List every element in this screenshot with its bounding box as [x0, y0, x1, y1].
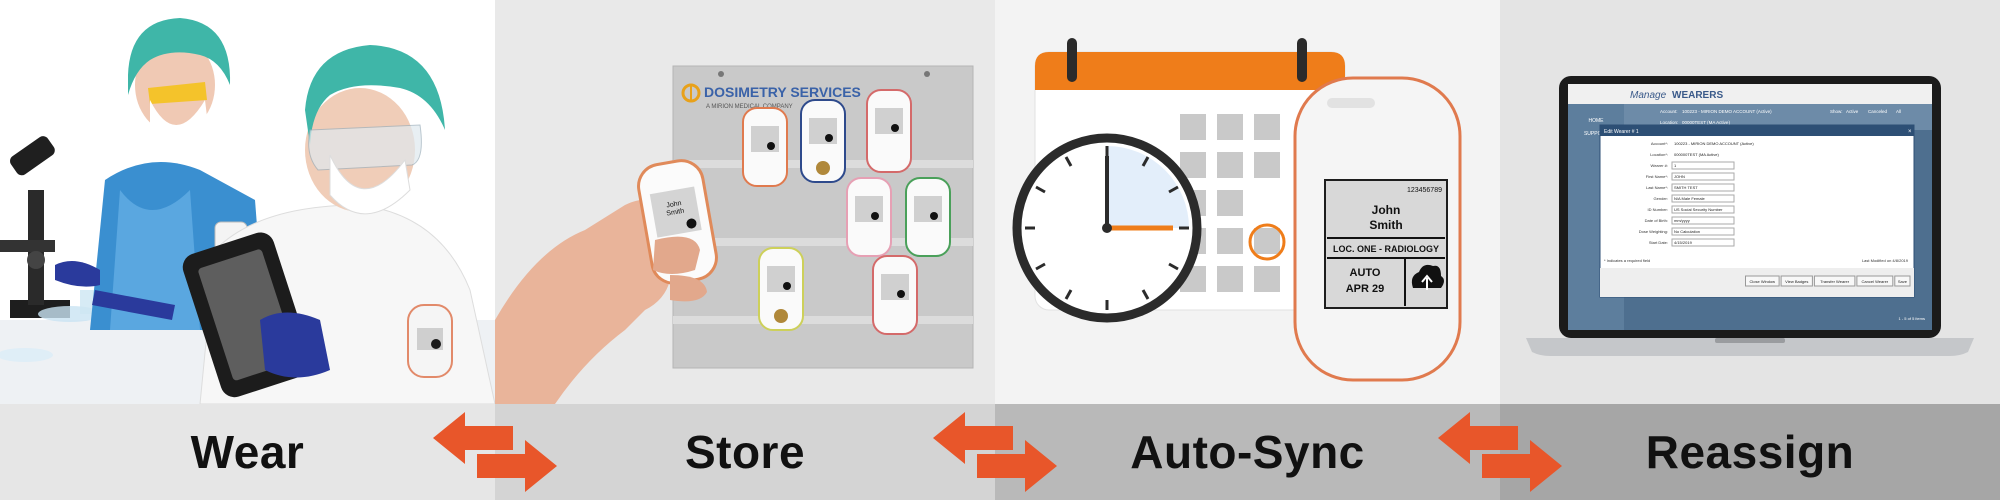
dialog-close-icon[interactable]: × — [1908, 129, 1912, 135]
step-label-wear: Wear — [190, 426, 305, 478]
laptop-title-main: WEARERS — [1672, 90, 1723, 101]
form-field-label: Last Name*: — [1646, 185, 1668, 190]
account-row-label: Account: — [1660, 109, 1678, 114]
dialog-button[interactable] — [1894, 275, 1911, 287]
form-field-label: First Name*: — [1646, 174, 1668, 179]
edit-wearer-dialog: Edit Wearer # 1 × Account*: 100223 - MIRI… — [1599, 124, 1915, 298]
form-field-label: Account*: — [1651, 141, 1668, 146]
form-field-input[interactable] — [1671, 216, 1735, 225]
microscope-icon — [0, 136, 70, 318]
form-field-value: No Calculation — [1674, 229, 1700, 234]
dialog-button[interactable] — [1813, 275, 1856, 287]
last-modified: Last Modified on 4/8/2019 — [1862, 258, 1909, 263]
step-label-auto-sync: Auto-Sync — [1130, 426, 1365, 478]
form-field-value: 1 — [1674, 163, 1677, 168]
form-field-label: Date of Birth: — [1645, 218, 1668, 223]
dialog-button-label: View Badges — [1785, 279, 1808, 284]
dialog-button[interactable] — [1856, 275, 1894, 287]
step-label-store: Store — [684, 426, 806, 478]
form-field-input[interactable] — [1671, 227, 1735, 236]
rack-brand: DOSIMETRY SERVICES — [704, 84, 861, 100]
auto-sync-panel: 123456789 John Smith LOC. ONE - RADIOLOG… — [995, 0, 1500, 404]
form-field-label: ID Number: — [1648, 207, 1668, 212]
lab-worker-2 — [182, 45, 495, 404]
step-band-wear: Wear — [0, 404, 495, 500]
step-band-auto-sync: Auto-Sync — [995, 404, 1500, 500]
rack-tagline: A MIRION MEDICAL COMPANY — [706, 104, 793, 110]
dialog-button-label: Cancel Wearer — [1862, 279, 1889, 284]
dialog-title: Edit Wearer # 1 — [1604, 129, 1639, 135]
smart-dosimeter-badge: 123456789 John Smith LOC. ONE - RADIOLOG… — [1293, 76, 1462, 382]
show-canceled[interactable]: Canceled — [1868, 109, 1888, 114]
location-row-label: Location: — [1660, 120, 1678, 125]
step-band-store: Store — [495, 404, 995, 500]
form-field-label: Gender: — [1654, 196, 1668, 201]
form-field-value: 4/15/2019 — [1674, 240, 1693, 245]
dialog-button-label: Close Window — [1750, 279, 1776, 284]
badge-serial: 123456789 — [1407, 187, 1442, 194]
swap-arrows-icon — [925, 404, 1065, 500]
form-field-value: 000000TEST (MA Active) — [1674, 152, 1720, 157]
badge-location: LOC. ONE - RADIOLOGY — [1333, 244, 1439, 254]
form-field-value: mm/yyyy — [1674, 218, 1690, 223]
swap-arrows-icon — [425, 404, 565, 500]
badge-date: APR 29 — [1346, 283, 1385, 295]
wear-photo-panel — [0, 0, 495, 404]
form-field-label: Start Date: — [1649, 240, 1668, 245]
dialog-button-label: Save — [1898, 279, 1908, 284]
lab-workers-illustration — [0, 0, 495, 404]
lab-worker-1 — [55, 18, 265, 330]
calendar-clock-badge-illustration: 123456789 John Smith LOC. ONE - RADIOLOG… — [995, 0, 1500, 404]
badge-rack-illustration: DOSIMETRY SERVICES A MIRION MEDICAL COMP… — [495, 0, 995, 404]
dialog-button[interactable] — [1745, 275, 1780, 287]
dialog-button[interactable] — [1780, 275, 1813, 287]
hand-holding-badge: John Smith — [495, 159, 718, 404]
form-field-label: Dose Weighting: — [1639, 229, 1668, 234]
form-field-input[interactable] — [1671, 172, 1735, 181]
laptop-illustration: Manage WEARERS HOME SUPPORT Account: 100… — [1500, 0, 2000, 404]
badge-mode: AUTO — [1350, 267, 1381, 279]
form-field-value: JOHN — [1674, 174, 1685, 179]
show-active[interactable]: Active — [1846, 109, 1859, 114]
dosimetry-logo-icon — [681, 83, 701, 103]
laptop-title-prefix: Manage — [1630, 90, 1667, 101]
cloud-upload-icon — [1411, 264, 1444, 290]
step-band-reassign: Reassign — [1500, 404, 2000, 500]
dialog-buttons: Save Cancel Wearer Transfer Wearer View Bad… — [1745, 275, 1911, 287]
store-photo-panel: DOSIMETRY SERVICES A MIRION MEDICAL COMP… — [495, 0, 995, 404]
form-field-input[interactable] — [1671, 194, 1735, 203]
pager-text: 1 - 5 of 5 items — [1899, 316, 1925, 321]
form-field-value: 100223 - MIRION DEMO ACCOUNT (Active) — [1674, 141, 1754, 146]
form-field-input — [1671, 161, 1735, 170]
reassign-panel: Manage WEARERS HOME SUPPORT Account: 100… — [1500, 0, 2000, 404]
dialog-fields: Account*: 100223 - MIRION DEMO ACCOUNT (A… — [1639, 141, 1754, 247]
form-field-value: SMITH TEST — [1674, 185, 1698, 190]
form-field-input[interactable] — [1671, 183, 1735, 192]
nav-support[interactable]: SUPPORT — [1584, 131, 1608, 137]
form-field-input[interactable] — [1671, 205, 1735, 214]
rack-badges — [742, 89, 951, 335]
form-field-value: US Social Security Number — [1674, 207, 1723, 212]
form-field-label: Wearer #: — [1651, 163, 1669, 168]
form-field-label: Location*: — [1650, 152, 1668, 157]
form-field-input[interactable] — [1671, 238, 1735, 247]
badge-name-2: Smith — [1369, 218, 1402, 232]
held-badge-name-2: Smith — [666, 208, 685, 218]
show-all[interactable]: All — [1896, 109, 1901, 114]
account-row-value: 100223 - MIRION DEMO ACCOUNT (Active) — [1682, 109, 1772, 114]
held-badge-name-1: John — [666, 200, 682, 210]
location-row-value: 00000TEST (MA Active) — [1682, 120, 1730, 125]
form-field-value: N/A Male Female — [1674, 196, 1705, 201]
show-label: Show: — [1830, 109, 1843, 114]
swap-arrows-icon — [1430, 404, 1570, 500]
step-label-reassign: Reassign — [1645, 426, 1855, 478]
worn-dosimeter-badge — [407, 304, 453, 378]
required-note: * Indicates a required field — [1604, 258, 1650, 263]
nav-home[interactable]: HOME — [1589, 118, 1605, 124]
clock-icon — [1012, 133, 1202, 323]
badge-name-1: John — [1372, 203, 1401, 217]
dialog-button-label: Transfer Wearer — [1820, 279, 1850, 284]
